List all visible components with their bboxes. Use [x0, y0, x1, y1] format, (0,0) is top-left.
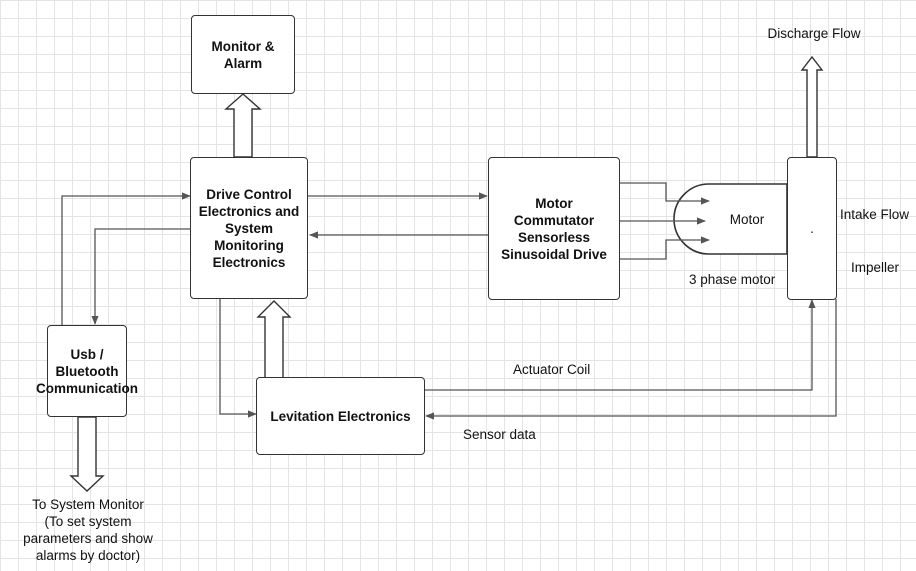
phase-line-1: [620, 182, 710, 205]
discharge-flow-label: Discharge Flow: [767, 26, 861, 41]
block-arrow-to-drive-control: [256, 300, 292, 379]
impeller-label: Impeller: [851, 260, 900, 275]
three-phase-motor-label: 3 phase motor: [689, 272, 776, 287]
drive-to-levitation-arrow: [219, 299, 257, 418]
phase-line-3: [620, 236, 710, 260]
motor-label: Motor: [729, 212, 765, 227]
block-arrow-discharge: [800, 55, 824, 158]
usb-bluetooth-block: Usb / Bluetooth Communication: [36, 325, 138, 417]
usb-to-drive-arrow: [61, 192, 191, 325]
block-arrow-to-monitor: [224, 93, 262, 158]
drive-control-block: Drive Control Electronics and System Mon…: [190, 157, 308, 299]
block-arrow-to-system-monitor: [69, 416, 105, 492]
system-monitor-label: To System Monitor (To set system paramet…: [23, 497, 153, 563]
actuator-coil-label: Actuator Coil: [513, 362, 591, 377]
drive-to-usb-arrow: [91, 228, 190, 325]
sensor-data-label: Sensor data: [463, 427, 536, 442]
intake-flow-label: Intake Flow: [840, 207, 910, 222]
monitor-alarm-block: Monitor & Alarm: [191, 15, 295, 94]
sensor-data-line: [425, 299, 837, 420]
levitation-electronics-block: Levitation Electronics: [256, 377, 425, 455]
actuator-coil-line: [425, 299, 816, 391]
motor-commutator-block: Motor Commutator Sensorless Sinusoidal D…: [488, 157, 620, 300]
pump-impeller-block: .: [787, 157, 837, 300]
